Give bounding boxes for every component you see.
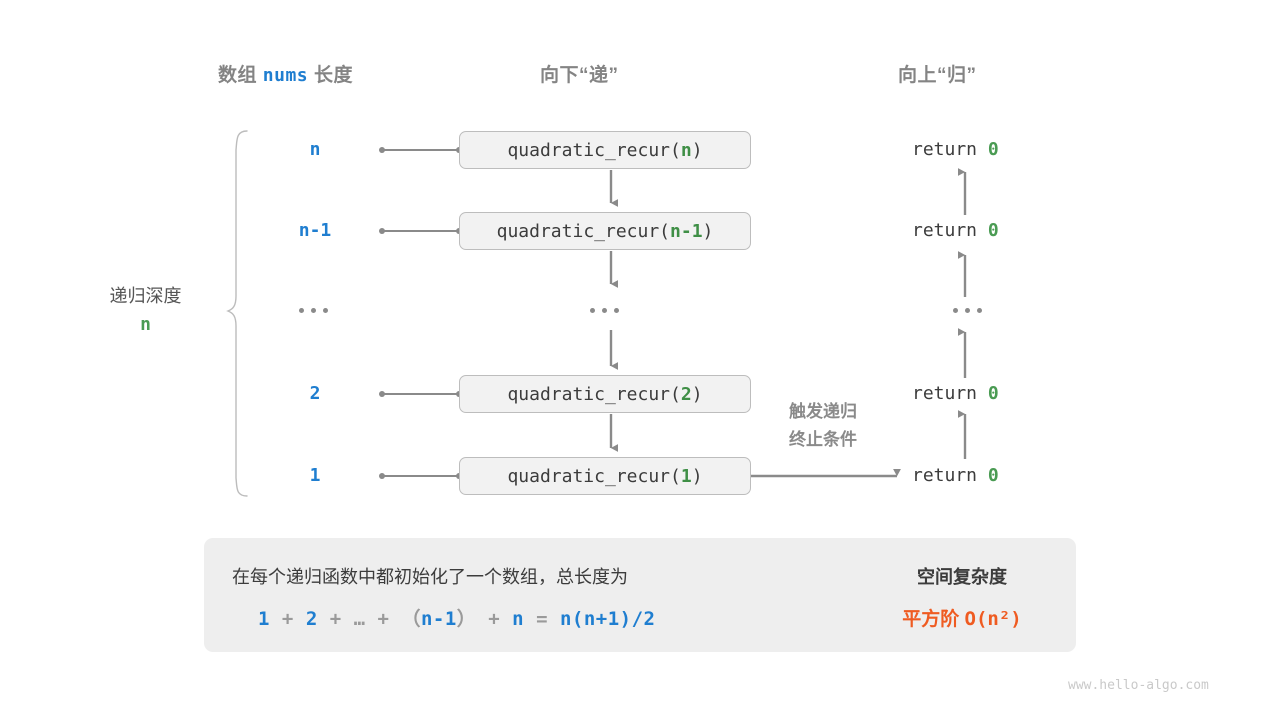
header-array-suffix: 长度 <box>313 65 353 86</box>
header-ascend: 向上“归” <box>898 65 977 86</box>
summary-complexity-value: 平方阶 O(n²) <box>862 604 1062 631</box>
call-box-row-4-close: ) <box>691 465 703 487</box>
call-box-row-3-close: ) <box>691 383 703 405</box>
formula-term-3: n-1 <box>420 608 457 630</box>
return-label-row-1: return 0 <box>912 220 999 241</box>
formula-result: n(n+1)/2 <box>559 608 656 630</box>
formula-term-2: 2 <box>305 608 318 630</box>
size-value-row-4: 1 <box>309 465 321 486</box>
return-keyword-row-0: return <box>912 139 978 160</box>
call-box-row-0[interactable]: quadratic_recur(n) <box>459 131 751 169</box>
return-value-row-1: 0 <box>987 220 999 241</box>
header-array-length: 数组 nums 长度 <box>218 60 353 87</box>
return-label-row-3: return 0 <box>912 383 999 404</box>
return-value-row-4: 0 <box>987 465 999 486</box>
recursion-depth-label: 递归深度 n <box>88 283 203 339</box>
trigger-condition-note-line2: 终止条件 <box>789 430 857 450</box>
return-label-row-4: return 0 <box>912 465 999 486</box>
return-value-row-0: 0 <box>987 139 999 160</box>
return-value-row-3: 0 <box>987 383 999 404</box>
size-value-row-2-ellipsis <box>299 308 328 313</box>
header-array-prefix: 数组 <box>218 65 258 86</box>
formula-op-2: + <box>329 608 342 630</box>
call-box-row-2-ellipsis <box>590 308 619 313</box>
call-box-row-1-close: ) <box>702 220 714 242</box>
call-box-row-4-arg: 1 <box>680 465 692 487</box>
watermark: www.hello-algo.com <box>1068 678 1209 693</box>
header-descend: 向下“递” <box>540 65 619 86</box>
formula-paren-open: （ <box>401 608 421 630</box>
formula-paren-close: ） <box>456 608 477 630</box>
trigger-condition-note-line1: 触发递归 <box>789 402 857 421</box>
summary-description: 在每个递归函数中都初始化了一个数组，总长度为 <box>232 567 628 587</box>
formula-ellipsis: … <box>353 608 366 630</box>
recursion-depth-title: 递归深度 <box>109 286 182 306</box>
return-keyword-row-3: return <box>912 383 978 404</box>
formula-equals: = <box>536 608 549 630</box>
trigger-condition-note: 触发递归 终止条件 <box>760 398 886 454</box>
call-box-row-4-name: quadratic_recur( <box>507 465 681 487</box>
call-box-row-0-close: ) <box>691 139 703 161</box>
call-box-row-0-arg: n <box>680 139 692 161</box>
summary-formula: 1 + 2 + … + （n-1） + n = n(n+1)/2 <box>258 604 655 631</box>
summary-complexity-label: 平方阶 <box>902 609 960 630</box>
call-box-row-0-name: quadratic_recur( <box>507 139 681 161</box>
return-label-row-0: return 0 <box>912 139 999 160</box>
call-box-row-3-name: quadratic_recur( <box>507 383 681 405</box>
return-label-row-2-ellipsis <box>953 308 982 313</box>
recursion-depth-value: n <box>140 313 151 335</box>
call-box-row-4[interactable]: quadratic_recur(1) <box>459 457 751 495</box>
header-array-name: nums <box>262 65 309 86</box>
call-box-row-1[interactable]: quadratic_recur(n-1) <box>459 212 751 250</box>
formula-term-4: n <box>512 608 525 630</box>
summary-complexity-notation: O(n²) <box>964 608 1022 630</box>
recursion-depth-brace <box>226 130 248 497</box>
return-keyword-row-4: return <box>912 465 978 486</box>
call-box-row-3-arg: 2 <box>680 383 692 405</box>
size-connectors <box>379 147 462 479</box>
formula-op-1: + <box>281 608 294 630</box>
size-value-row-1: n-1 <box>298 220 332 241</box>
call-box-row-1-arg: n-1 <box>670 220 703 242</box>
call-box-row-3[interactable]: quadratic_recur(2) <box>459 375 751 413</box>
call-box-row-1-name: quadratic_recur( <box>496 220 671 242</box>
size-value-row-0: n <box>309 139 321 160</box>
summary-complexity-title: 空间复杂度 <box>917 567 1007 587</box>
formula-op-4: + <box>488 608 501 630</box>
formula-op-3: + <box>377 608 390 630</box>
return-keyword-row-1: return <box>912 220 978 241</box>
summary-panel <box>204 538 1076 652</box>
formula-term-1: 1 <box>258 608 270 630</box>
size-value-row-3: 2 <box>309 383 321 404</box>
